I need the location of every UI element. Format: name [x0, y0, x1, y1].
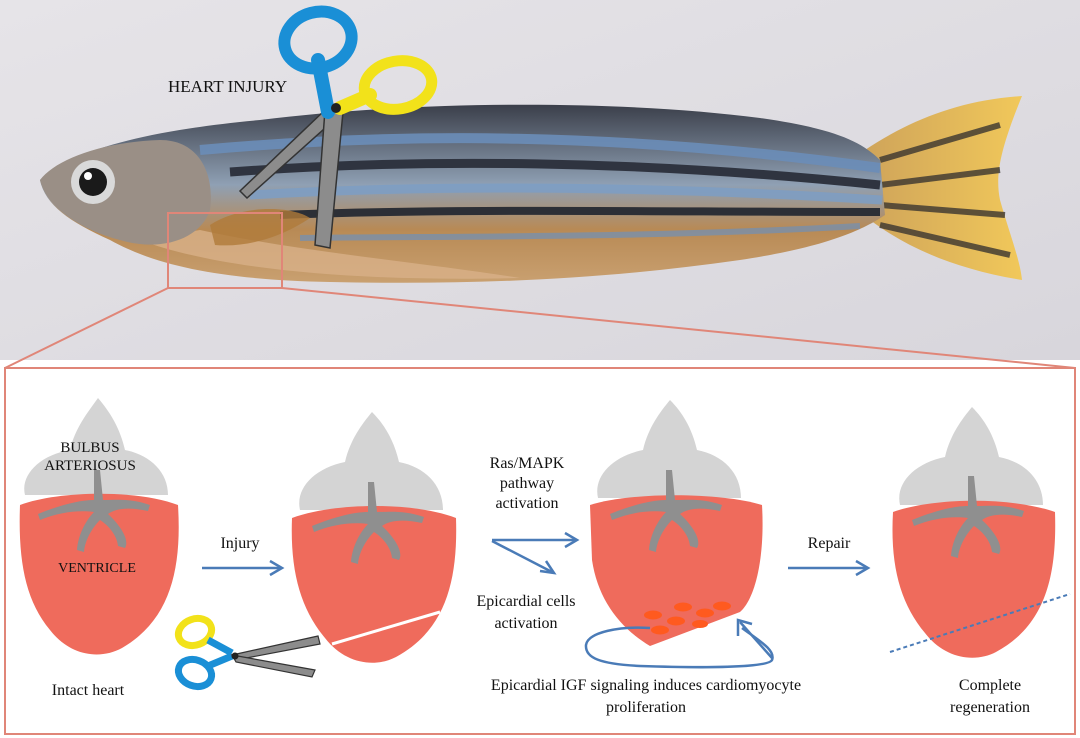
scissors-icon	[238, 5, 438, 249]
ras-label-line3: activation	[495, 495, 558, 512]
arrow-icon	[491, 531, 580, 575]
igf-label-line1: Epicardial IGF signaling induces cardiom…	[491, 677, 801, 694]
fish-illustration	[40, 96, 1022, 283]
ras-label-line1: Ras/MAPK	[490, 455, 565, 472]
epi-label-line1: Epicardial cells	[476, 593, 575, 610]
complete-label-line2: regeneration	[950, 699, 1030, 716]
bulbus-label-line2: ARTERIOSUS	[44, 458, 136, 474]
arrow-icon	[202, 559, 285, 577]
repair-label: Repair	[808, 535, 851, 552]
heart-intact	[19, 398, 179, 655]
heart-location-box	[167, 212, 283, 289]
zoom-line-left	[4, 287, 169, 369]
heart-injury-label: HEART INJURY	[168, 77, 287, 96]
feedback-loop-arrow	[584, 618, 774, 669]
arrow-icon	[788, 559, 871, 577]
zoom-line-right	[281, 287, 1076, 369]
small-scissors-icon	[174, 614, 321, 691]
ventricle-label: VENTRICLE	[58, 561, 136, 576]
heart-regenerated	[889, 407, 1071, 658]
ras-label-line2: pathway	[500, 475, 554, 492]
bulbus-label-line1: BULBUS	[60, 440, 119, 456]
igf-label-line2: proliferation	[606, 699, 686, 716]
heart-injured	[291, 412, 457, 663]
epi-label-line2: activation	[494, 615, 557, 632]
injury-label: Injury	[220, 535, 259, 552]
proliferating-cells	[644, 601, 731, 635]
heart-activated	[590, 400, 763, 646]
complete-label-line1: Complete	[959, 677, 1021, 694]
intact-heart-label: Intact heart	[52, 682, 125, 699]
